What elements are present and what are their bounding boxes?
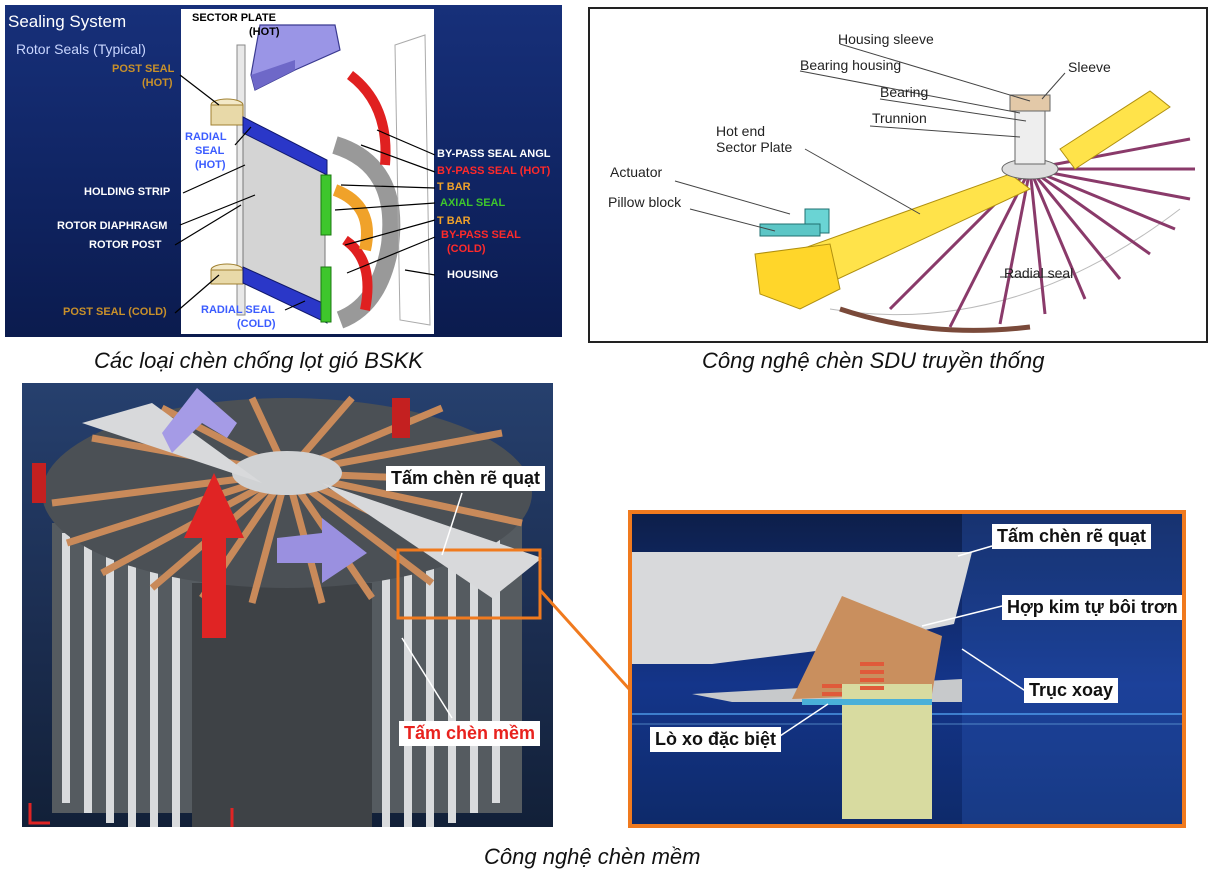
panel1-subtitle: Rotor Seals (Typical) xyxy=(16,41,146,57)
label-t-bar-2: T BAR xyxy=(437,215,471,227)
label-radial-seal-cold-2: (COLD) xyxy=(237,318,276,330)
detail-render xyxy=(632,514,1182,824)
label-sector-plate: SECTOR PLATE xyxy=(192,12,276,24)
label-radial-seal-hot: RADIAL xyxy=(185,131,227,143)
label-post-seal-cold: POST SEAL (COLD) xyxy=(63,306,167,318)
label-special-spring: Lò xo đặc biệt xyxy=(650,727,782,752)
label-bypass-seal-cold: BY-PASS SEAL xyxy=(441,229,521,241)
soft-seal-render: Tấm chèn rẽ quạt Tấm chèn mềm xyxy=(22,383,553,827)
sealing-system-diagram: Sealing System Rotor Seals (Typical) xyxy=(5,5,562,337)
label-soft-seal-plate: Tấm chèn mềm xyxy=(399,721,541,746)
label-rotor-diaphragm: ROTOR DIAPHRAGM xyxy=(57,220,168,232)
label-self-lubricating-alloy: Hợp kim tự bôi trơn xyxy=(1002,595,1182,620)
label-hot-end: Hot end xyxy=(716,123,766,139)
label-holding-strip: HOLDING STRIP xyxy=(84,186,171,198)
caption-panel2: Công nghệ chèn SDU truyền thống xyxy=(702,348,1045,373)
label-axial-seal: AXIAL SEAL xyxy=(440,197,506,209)
label-post-seal-hot-2: (HOT) xyxy=(142,77,173,89)
label-radial-seal-hot-3: (HOT) xyxy=(195,159,226,171)
label-sector-plate: Sector Plate xyxy=(716,139,793,155)
sdu-drawing xyxy=(674,43,1195,333)
label-radial-seal-hot-2: SEAL xyxy=(195,145,225,157)
label-sleeve: Sleeve xyxy=(1068,59,1111,75)
label-pivot-axis: Trục xoay xyxy=(1024,678,1119,703)
caption-bottom: Công nghệ chèn mềm xyxy=(484,844,701,869)
label-t-bar-1: T BAR xyxy=(437,181,471,193)
label-sector-seal-plate-detail: Tấm chèn rẽ quạt xyxy=(992,524,1152,549)
label-bearing-housing: Bearing housing xyxy=(800,57,902,73)
label-bypass-seal-hot: BY-PASS SEAL (HOT) xyxy=(437,165,551,177)
label-housing-sleeve: Housing sleeve xyxy=(838,31,934,47)
label-bypass-seal-cold-2: (COLD) xyxy=(447,243,486,255)
label-housing: HOUSING xyxy=(447,269,499,281)
sdu-diagram: Housing sleeve Bearing housing Sleeve Be… xyxy=(588,7,1208,343)
caption-panel1: Các loại chèn chống lọt gió BSKK xyxy=(94,348,423,373)
label-radial-seal-cold: RADIAL SEAL xyxy=(201,304,275,316)
label-radial-seal: Radial seal xyxy=(1004,265,1074,281)
panel1-title: Sealing System xyxy=(8,12,127,31)
label-sector-plate-hot: (HOT) xyxy=(249,26,280,38)
label-actuator: Actuator xyxy=(610,164,663,180)
label-bypass-seal-angle: BY-PASS SEAL ANGL xyxy=(437,148,551,160)
label-sector-seal-plate: Tấm chèn rẽ quạt xyxy=(386,466,546,491)
soft-seal-detail: Tấm chèn rẽ quạt Hợp kim tự bôi trơn Trụ… xyxy=(628,510,1186,828)
rotor-render xyxy=(28,388,542,827)
label-rotor-post: ROTOR POST xyxy=(89,239,162,251)
label-bearing: Bearing xyxy=(880,84,929,100)
seal-drawing xyxy=(174,24,436,329)
label-post-seal-hot: POST SEAL xyxy=(112,63,175,75)
label-trunnion: Trunnion xyxy=(872,110,927,126)
label-pillow-block: Pillow block xyxy=(608,194,682,210)
